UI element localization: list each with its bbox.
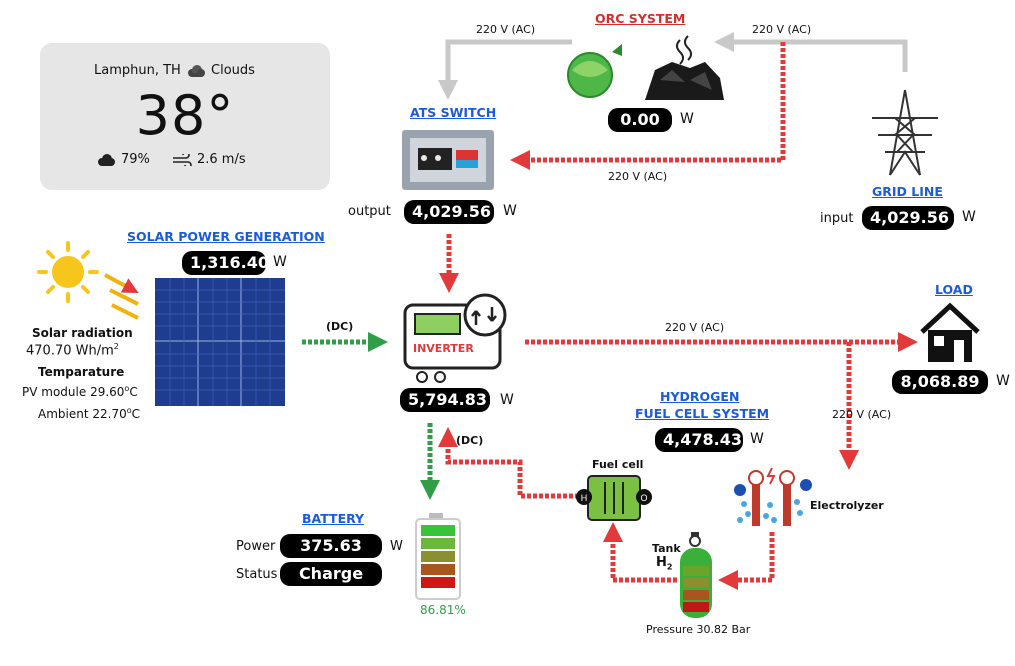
load-electrolyzer-voltage: 220 V (AC) [832, 408, 892, 421]
solar-title: SOLAR POWER GENERATION [127, 229, 325, 244]
coal-icon [645, 35, 724, 100]
cloud-icon [98, 153, 115, 166]
hydrogen-tank-icon [680, 532, 712, 618]
orc-value: 0.00 [608, 108, 672, 132]
ambient-deg: o [126, 406, 132, 415]
humidity-text: 79% [121, 152, 150, 167]
ats-output-label: output [348, 204, 391, 219]
inverter-name: INVERTER [413, 342, 474, 355]
battery-power-label: Power [236, 539, 276, 554]
house-icon [920, 302, 980, 362]
inverter-value: 5,794.83 [400, 388, 490, 412]
ats-title: ATS SWITCH [410, 105, 497, 120]
battery-status-value: Charge [280, 562, 382, 586]
pv-unit: C [129, 385, 138, 399]
inverter-dc-label: (DC) [456, 434, 484, 447]
sun-icon [37, 241, 139, 320]
hydrogen-title-1: HYDROGEN [660, 389, 740, 404]
solar-radiation-label: Solar radiation [32, 326, 133, 340]
fuel-cell-label: Fuel cell [592, 458, 644, 471]
clouds-icon [188, 64, 205, 77]
orc-title: ORC SYSTEM [595, 11, 686, 26]
battery-status-label: Status [236, 567, 278, 582]
svg-text:H: H [581, 493, 588, 503]
radiation-number: 470.70 Wh/m [26, 343, 114, 359]
transmission-tower-icon [872, 89, 938, 176]
h2-letter: H [656, 555, 667, 570]
ambient-label: Ambient [38, 407, 89, 421]
load-unit: W [996, 373, 1010, 389]
tank-pressure: Pressure 30.82 Bar [646, 623, 751, 636]
weather-location: Lamphun, TH [94, 63, 181, 78]
pv-deg: o [124, 384, 130, 393]
orc-right-voltage: 220 V (AC) [752, 23, 812, 36]
weather-wind: 2.6 m/s [172, 152, 246, 167]
electrolyzer-to-tank-line [718, 532, 775, 590]
fuelcell-to-inverter-line [438, 427, 585, 499]
load-value: 8,068.89 [892, 370, 988, 394]
weather-temperature: 38° [135, 84, 235, 147]
pv-temperature: PV module 29.60oC [22, 384, 138, 399]
load-title: LOAD [935, 282, 973, 297]
solar-temperature-label: Temparature [38, 365, 125, 379]
pv-value: 29.60 [90, 385, 125, 399]
orc-left-voltage: 220 V (AC) [476, 23, 536, 36]
inverter-load-voltage: 220 V (AC) [665, 321, 725, 334]
ats-unit: W [503, 203, 517, 219]
solar-value: 1,316.40 [182, 251, 269, 275]
weather-condition-text: Clouds [211, 63, 255, 78]
hydrogen-title-2: FUEL CELL SYSTEM [635, 406, 770, 421]
battery-icon [415, 513, 461, 600]
inverter-icon [403, 293, 507, 383]
grid-unit: W [962, 209, 976, 225]
orc-to-ats-line [438, 39, 572, 100]
tank-label: Tank [652, 542, 681, 555]
pv-label: PV module [22, 385, 87, 399]
electrolyzer-label: Electrolyzer [810, 499, 884, 512]
hydrogen-unit: W [750, 431, 764, 447]
fuel-cell-icon: H O [576, 475, 652, 521]
orc-plant-icon [567, 44, 622, 98]
tank-to-fuelcell-line [603, 522, 677, 583]
grid-ats-voltage: 220 V (AC) [608, 170, 668, 183]
wind-icon [173, 153, 192, 166]
ambient-value: 22.70 [92, 407, 127, 421]
weather-condition: Clouds [186, 63, 255, 78]
battery-percent: 86.81% [420, 603, 466, 617]
solar-unit: W [273, 254, 287, 270]
electrolyzer-icon [734, 467, 812, 526]
svg-text:O: O [640, 493, 647, 503]
weather-humidity: 79% [96, 152, 150, 167]
ats-switch-icon [402, 130, 494, 190]
battery-power-value: 375.63 [280, 534, 382, 558]
ambient-unit: C [131, 407, 141, 421]
hydrogen-value: 4,478.43 [655, 428, 743, 452]
h2-sub: 2 [666, 562, 673, 572]
battery-unit: W [390, 539, 403, 554]
solar-panel-icon [155, 278, 285, 406]
solar-radiation-value: 470.70 Wh/m2 [26, 342, 119, 358]
grid-input-value: 4,029.56 [862, 206, 954, 230]
inverter-unit: W [500, 392, 514, 408]
grid-input-label: input [820, 211, 854, 226]
grid-to-orc-line [714, 32, 908, 72]
ats-output-value: 4,029.56 [404, 200, 494, 224]
radiation-sup: 2 [113, 342, 119, 351]
orc-unit: W [680, 111, 694, 127]
tank-h2-label: H2 [656, 555, 672, 572]
grid-to-ats-line [510, 42, 786, 170]
battery-title: BATTERY [302, 511, 365, 526]
wind-text: 2.6 m/s [197, 152, 246, 167]
weather-card [40, 43, 330, 190]
solar-dc-label: (DC) [326, 320, 354, 333]
ambient-temperature: Ambient 22.70oC [38, 406, 140, 421]
grid-title: GRID LINE [872, 184, 943, 199]
